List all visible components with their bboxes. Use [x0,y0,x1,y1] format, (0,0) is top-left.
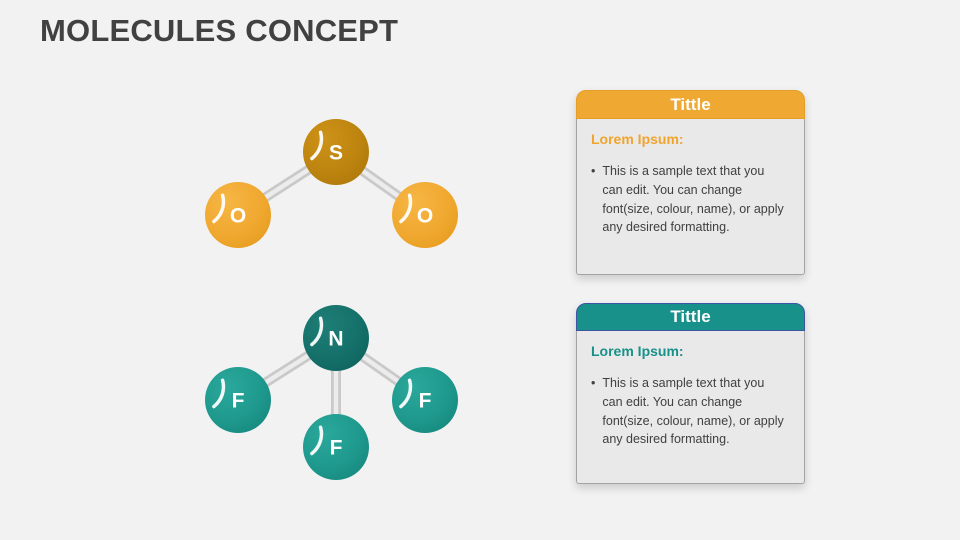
atom-fluorine-right: F [392,367,458,433]
bullet-icon: • [591,164,596,178]
atom-oxygen-left: O [205,182,271,248]
sphere-highlight [212,378,226,409]
card-teal-header: Tittle [576,303,805,331]
card-orange-title: Tittle [670,94,711,114]
bullet-icon: • [591,376,596,390]
page-title: MOLECULES CONCEPT [40,13,399,48]
sphere-highlight [212,193,226,224]
sphere-highlight [310,425,324,456]
atom-oxygen-right: O [392,182,458,248]
sphere-highlight [310,316,324,347]
atom-oxygen-left-label: O [230,205,246,228]
card-orange-heading: Lorem Ipsum: [591,131,684,147]
atom-sulfur: S [303,119,369,185]
atom-nitrogen-label: N [328,328,343,351]
atom-fluorine-bottom-label: F [330,437,343,460]
atom-fluorine-bottom: F [303,414,369,480]
card-orange-header: Tittle [576,90,805,119]
card-teal: Tittle Lorem Ipsum: • This is a sample t… [576,303,805,484]
molecule-so2: S O O [205,119,458,248]
atom-nitrogen: N [303,305,369,371]
card-orange-bullet-text: This is a sample text that you can edit.… [602,164,784,235]
atom-fluorine-left: F [205,367,271,433]
card-orange: Tittle Lorem Ipsum: • This is a sample t… [576,90,805,275]
sphere-highlight [310,130,324,161]
card-teal-body: Lorem Ipsum: • This is a sample text tha… [576,331,805,484]
card-teal-bullet-item: • This is a sample text that you can edi… [591,374,790,449]
card-orange-bullet-item: • This is a sample text that you can edi… [591,162,790,237]
card-teal-bullet-text: This is a sample text that you can edit.… [602,376,784,447]
atom-oxygen-right-label: O [417,205,433,228]
card-teal-title: Tittle [670,307,711,326]
molecule-nf3: N F F F [205,305,458,480]
atom-fluorine-left-label: F [232,390,245,413]
sphere-highlight [399,378,413,409]
atom-sulfur-label: S [329,142,343,165]
sphere-highlight [399,193,413,224]
card-orange-body: Lorem Ipsum: • This is a sample text tha… [576,119,805,275]
card-teal-heading: Lorem Ipsum: [591,343,684,359]
molecule-diagrams: S O O [205,119,458,480]
atom-fluorine-right-label: F [419,390,432,413]
